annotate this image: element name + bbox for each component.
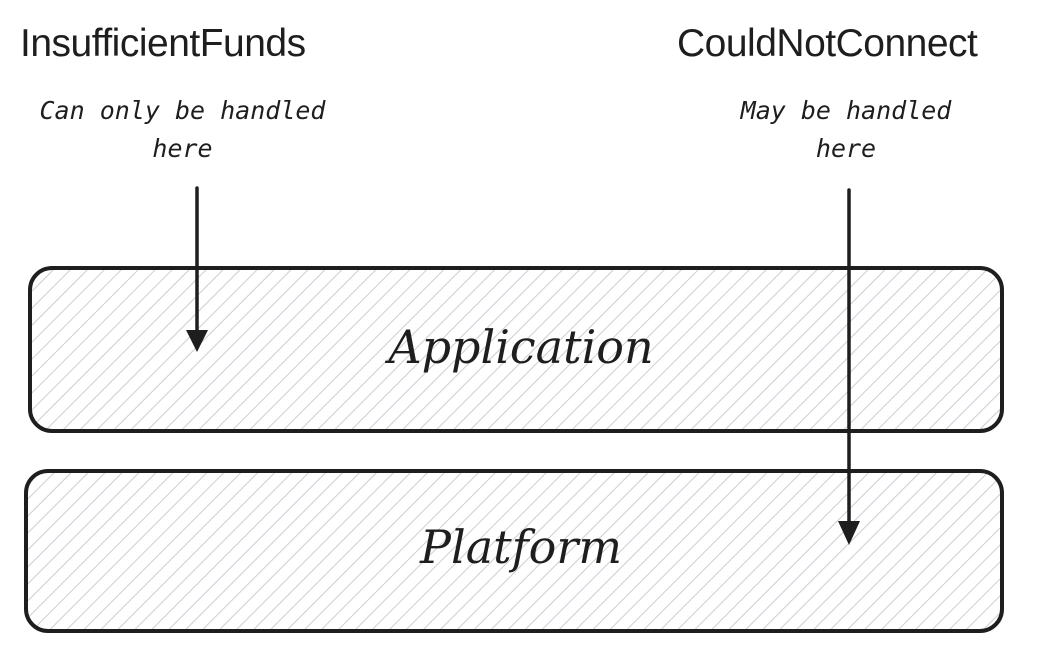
arrow-right <box>838 188 860 545</box>
right-note-line1: May be handled <box>740 96 952 125</box>
right-note-line2: here <box>815 134 877 163</box>
left-note-line2: here <box>152 134 213 163</box>
left-note: Can only be handled here <box>25 92 340 168</box>
right-note: May be handled here <box>722 92 970 168</box>
left-note-line1: Can only be handled <box>39 96 326 125</box>
insufficient-funds-title: InsufficientFunds <box>20 22 306 65</box>
application-layer-box <box>28 266 1004 433</box>
platform-layer-box <box>24 469 1004 633</box>
platform-layer-label: Platform <box>420 520 622 574</box>
arrow-left <box>186 186 208 352</box>
could-not-connect-title: CouldNotConnect <box>677 22 978 65</box>
application-layer-label: Application <box>388 320 654 374</box>
